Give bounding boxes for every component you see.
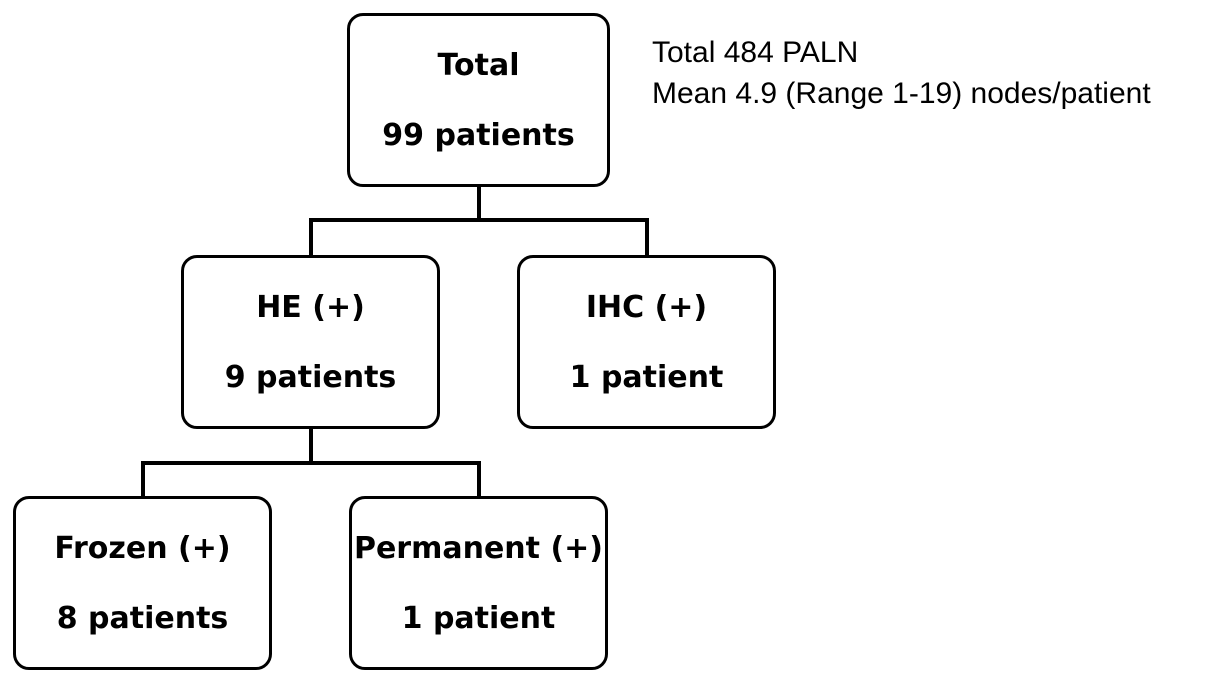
summary-total-line: Total 484 PALN: [652, 36, 859, 69]
node-ihc-count: 1 patient: [569, 360, 724, 395]
node-permanent: Permanent (+) 1 patient: [349, 496, 608, 670]
summary-mean-line: Mean 4.9 (Range 1-19) nodes/patient: [652, 77, 1151, 110]
node-frozen: Frozen (+) 8 patients: [13, 496, 272, 670]
node-frozen-label: Frozen (+): [54, 531, 231, 566]
node-permanent-label: Permanent (+): [353, 531, 604, 566]
node-he: HE (+) 9 patients: [181, 255, 440, 429]
node-he-count: 9 patients: [224, 360, 397, 395]
node-total-count: 99 patients: [382, 118, 575, 153]
node-frozen-count: 8 patients: [56, 601, 229, 636]
node-ihc-label: IHC (+): [585, 290, 708, 325]
node-total: Total 99 patients: [347, 13, 610, 187]
node-permanent-count: 1 patient: [401, 601, 556, 636]
node-total-label: Total: [437, 48, 520, 83]
summary-note: Total 484 PALN Mean 4.9 (Range 1-19) nod…: [652, 32, 1151, 114]
node-ihc: IHC (+) 1 patient: [517, 255, 776, 429]
node-he-label: HE (+): [256, 290, 365, 325]
